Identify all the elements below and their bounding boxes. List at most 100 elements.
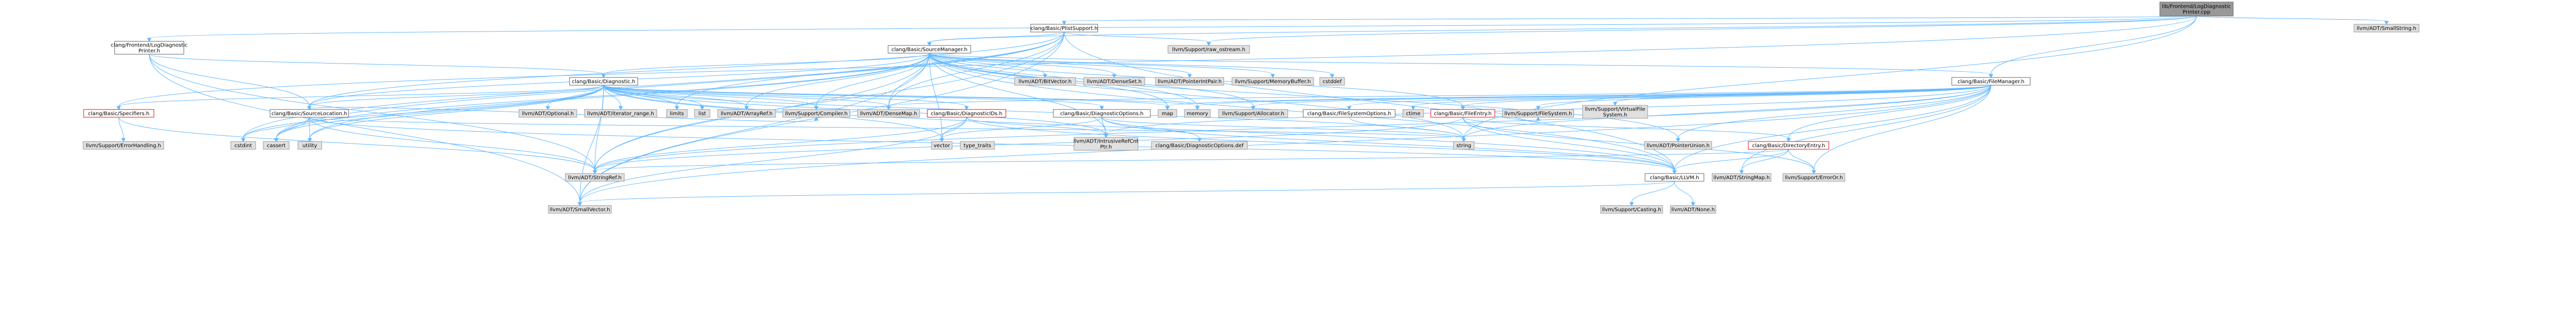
node-label: clang/Basic/DirectoryEntry.h [1752,143,1825,149]
node-label: cstdint [234,143,252,149]
node-diagids[interactable]: clang/Basic/DiagnosticIDs.h [927,109,1006,118]
edge-direntry-to-llvmh [1672,149,1789,174]
edge-fsopts-to-string [1349,117,1466,142]
node-errhandling: llvm/Support/ErrorHandling.h [83,141,164,150]
edge-diag-to-smallvec [577,85,604,206]
node-optional: llvm/ADT/Optional.h [518,109,577,118]
node-direntry[interactable]: clang/Basic/DirectoryEntry.h [1748,141,1829,150]
edge-srcmgr-to-diag [601,53,930,78]
edge-srcloc-to-stringref [309,117,597,174]
node-bitvec: llvm/ADT/BitVector.h [1014,77,1076,86]
node-cstddef: cstddef [1319,77,1345,86]
node-pfs[interactable]: clang/Basic/PlistSupport.h [1030,24,1098,33]
node-ctime: ctime [1402,109,1424,118]
node-specifiers[interactable]: clang/Basic/Specifiers.h [83,109,154,118]
node-label: Printer.h [138,49,160,54]
node-utility: utility [297,141,322,150]
edge-root-to-string [1461,15,2197,142]
node-label: llvm/ADT/BitVector.h [1019,79,1072,85]
node-label: clang/Basic/DiagnosticIDs.h [931,111,1003,117]
edge-root-to-pfs [1062,15,2197,25]
node-label: llvm/ADT/StringRef.h [568,175,621,181]
node-label: llvm/ADT/IntrusiveRefCnt [1073,139,1139,145]
edge-filemgr-to-vfs [1613,85,1992,106]
node-vector: vector [931,141,953,150]
node-label: llvm/Support/FileSystem.h [1504,111,1572,117]
node-compiler: llvm/Support/Compiler.h [782,109,850,118]
node-label: llvm/ADT/DenseMap.h [860,111,918,117]
node-label: Printer.cpp [2183,10,2210,15]
node-label: list [699,111,706,117]
edge-fileentry-to-direntry [1462,117,1791,142]
node-label: llvm/ADT/DenseSet.h [1087,79,1142,85]
edge-direntry-to-stringref [592,149,1789,174]
node-label: ctime [1406,111,1420,117]
node-label: clang/Basic/SourceManager.h [891,47,967,53]
node-fileentry[interactable]: clang/Basic/FileEntry.h [1430,109,1495,118]
edge-diag-to-diagopts [603,85,1104,110]
node-label: clang/Basic/FileSystemOptions.h [1307,111,1391,117]
node-fsopts[interactable]: clang/Basic/FileSystemOptions.h [1303,109,1396,118]
node-label: llvm/Support/ErrorOr.h [1785,175,1843,181]
node-label: llvm/ADT/ArrayRef.h [721,111,773,117]
node-cstdint: cstdint [230,141,256,150]
edge-diag-to-srcloc [307,85,604,110]
edge-srcloc-to-cstdint [241,117,310,142]
node-filemgr[interactable]: clang/Basic/FileManager.h [1951,77,2031,86]
node-srcmgr[interactable]: clang/Basic/SourceManager.h [888,45,971,54]
node-label: cassert [267,143,286,149]
edge-filemgr-to-filesystem [1536,85,1992,110]
node-srcloc[interactable]: clang/Basic/SourceLocation.h [270,109,349,118]
node-filesystem: llvm/Support/FileSystem.h [1502,109,1574,118]
edge-diag-to-iterrange [603,85,623,110]
node-label: llvm/Support/raw_ostream.h [1172,47,1245,53]
edge-llvmh-to-smallvec [577,181,1675,206]
edge-filemgr-to-memory [1195,85,1992,110]
node-llvmh[interactable]: clang/Basic/LLVM.h [1645,173,1704,182]
node-label: llvm/Support/ErrorHandling.h [86,143,161,149]
node-membuf: llvm/Support/MemoryBuffer.h [1231,77,1314,86]
edge-srcmgr-to-filemgr [929,53,1994,78]
edge-diag-to-arrayref [603,85,749,110]
edge-srcmgr-to-cstddef [929,53,1335,78]
edge-diagids-to-vector [939,117,967,142]
node-none: llvm/ADT/None.h [1670,205,1716,214]
node-label: llvm/Support/Compiler.h [785,111,847,117]
node-label: llvm/Support/Allocator.h [1222,111,1284,117]
node-iterrange: llvm/ADT/iterator_range.h [584,109,657,118]
node-rawos: llvm/Support/raw_ostream.h [1167,45,1250,54]
edge-filemgr-to-fileentry [1460,85,1992,110]
node-label: llvm/ADT/PointerIntPair.h [1158,79,1222,85]
edge-diagopts-to-irc [1101,117,1109,138]
node-label: llvm/Support/Casting.h [1602,207,1662,213]
edge-srcloc-to-utility [307,117,312,142]
node-stringmap: llvm/ADT/StringMap.h [1712,173,1772,182]
node-label: type_traits [963,143,991,149]
edge-llvmh-to-none [1674,181,1696,206]
node-label: llvm/Support/MemoryBuffer.h [1235,79,1310,85]
node-label: clang/Basic/SourceLocation.h [272,111,347,117]
node-pip: llvm/ADT/PointerIntPair.h [1155,77,1224,86]
node-label: llvm/ADT/PointerUnion.h [1647,143,1710,149]
node-diagopts[interactable]: clang/Basic/DiagnosticOptions.h [1053,109,1151,118]
node-smallstring: llvm/ADT/SmallString.h [2353,24,2420,33]
edge-pfs-to-smallvec [577,32,1065,206]
edge-root-to-rawos [1206,15,2197,46]
node-list: list [694,109,710,118]
edge-fileentry-to-filesystem [1462,107,1541,122]
node-label: llvm/ADT/Optional.h [522,111,574,117]
edge-pfs-to-srcmgr [927,32,1065,46]
node-label: llvm/ADT/SmallString.h [2357,26,2416,32]
node-label: map [1162,111,1173,117]
edge-filemgr-to-ptrunion [1676,85,1992,142]
node-allocator: llvm/Support/Allocator.h [1218,109,1288,118]
edge-diag-to-specifiers [116,85,604,110]
node-label: clang/Basic/DiagnosticOptions.def [1156,143,1244,149]
node-label: clang/Basic/FileManager.h [1957,79,2024,85]
edge-filemgr-to-stringref [592,85,1992,174]
node-diag[interactable]: clang/Basic/Diagnostic.h [569,77,638,86]
edge-specifiers-to-stringref [118,117,597,174]
